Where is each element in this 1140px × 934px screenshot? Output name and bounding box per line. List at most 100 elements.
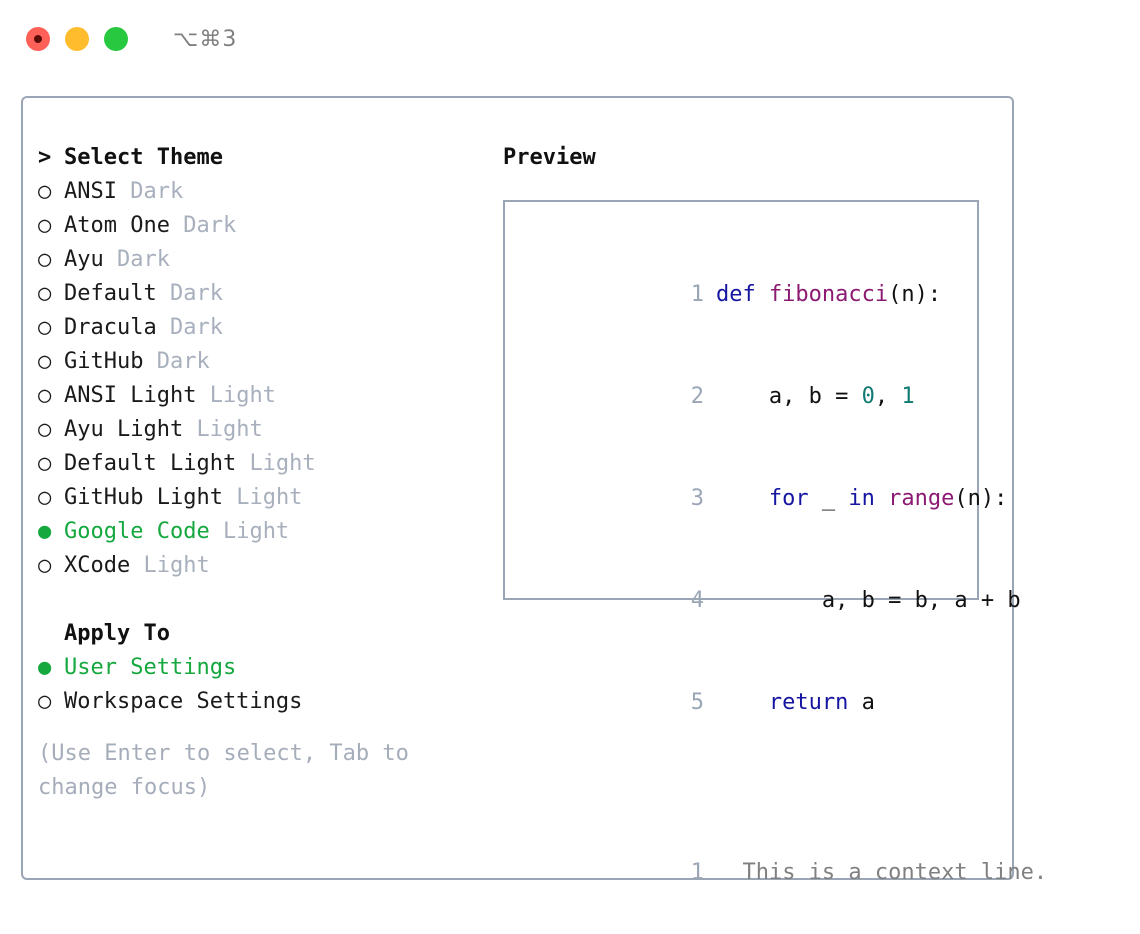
radio-icon: ○: [38, 281, 52, 306]
traffic-lights: [26, 27, 128, 51]
titlebar: ⌥⌘3: [0, 0, 1140, 78]
theme-option-label: Dracula: [64, 315, 157, 340]
theme-option-ayu[interactable]: ○ Ayu Dark: [38, 243, 488, 277]
diff-text: This is a context line.: [742, 860, 1048, 885]
diff-sign: [716, 860, 729, 885]
keyboard-shortcut-label: ⌥⌘3: [173, 26, 238, 52]
code-token-plain: a, b = b, a + b: [715, 588, 1021, 613]
theme-option-tag: Light: [249, 451, 316, 476]
theme-option-xcode[interactable]: ○ XCode Light: [38, 549, 488, 583]
code-token-plain: (n):: [954, 486, 1008, 511]
code-token-number: 0: [861, 384, 875, 409]
theme-option-tag: Dark: [169, 315, 223, 340]
radio-icon: ○: [38, 383, 52, 408]
theme-option-label: XCode: [64, 553, 131, 578]
radio-icon: ○: [38, 485, 52, 510]
apply-to-option-label: User Settings: [64, 655, 237, 680]
theme-option-tag: Dark: [130, 179, 184, 204]
line-number: 1: [690, 282, 704, 307]
select-theme-header: > Select Theme: [38, 141, 488, 175]
theme-option-ansi-light[interactable]: ○ ANSI Light Light: [38, 379, 488, 413]
radio-icon: ○: [38, 247, 52, 272]
theme-option-label: Ayu: [64, 247, 104, 272]
code-line: 5 return a: [517, 652, 977, 754]
code-token-function: fibonacci: [768, 282, 889, 307]
theme-option-label: ANSI Light: [64, 383, 197, 408]
close-window-button[interactable]: [26, 27, 50, 51]
theme-option-label: ANSI: [64, 179, 117, 204]
code-token-plain: [875, 486, 888, 511]
theme-option-tag: Dark: [156, 349, 210, 374]
code-token-plain: (n):: [888, 282, 942, 307]
line-number: 4: [690, 588, 704, 613]
selection-caret-icon: >: [38, 145, 52, 170]
select-theme-header-label: Select Theme: [64, 145, 223, 170]
preview-spacer: [517, 788, 977, 822]
zoom-window-button[interactable]: [104, 27, 128, 51]
theme-option-tag: Dark: [117, 247, 170, 272]
theme-option-label: Google Code: [64, 519, 210, 544]
diff-line-deleted: 2- This line was deleted.: [517, 924, 977, 934]
main-panel: >Select Theme ○ANSI Dark ○Atom One Dark …: [21, 96, 1047, 885]
theme-option-tag: Light: [236, 485, 303, 510]
keyboard-hint-text: (Use Enter to select, Tab to change focu…: [38, 741, 409, 800]
theme-option-tag: Light: [209, 383, 276, 408]
code-token-function: range: [888, 486, 955, 511]
code-token-plain: ,: [874, 384, 902, 409]
line-number: 5: [690, 690, 704, 715]
radio-icon: ○: [38, 179, 52, 204]
code-token-number: 1: [901, 384, 915, 409]
theme-option-default-light[interactable]: ○ Default Light Light: [38, 447, 488, 481]
theme-picker-column: >Select Theme ○ANSI Dark ○Atom One Dark …: [38, 141, 488, 805]
theme-option-ansi[interactable]: ○ ANSI Dark: [38, 175, 488, 209]
theme-option-tag: Dark: [169, 281, 223, 306]
radio-icon: ○: [38, 315, 52, 340]
radio-icon: ○: [38, 553, 52, 578]
theme-option-tag: Light: [222, 519, 290, 544]
theme-option-tag: Light: [143, 553, 210, 578]
theme-option-label: Default: [64, 281, 157, 306]
preview-spacer: [517, 754, 977, 788]
apply-to-option-label: Workspace Settings: [64, 689, 303, 714]
radio-selected-icon: ●: [38, 655, 52, 680]
preview-title: Preview: [503, 145, 596, 170]
code-line: 3 for _ in range(n):: [517, 448, 1008, 550]
radio-icon: ○: [38, 451, 52, 476]
line-number: 1: [690, 860, 704, 885]
theme-option-default[interactable]: ○ Default Dark: [38, 277, 488, 311]
line-number: 2: [690, 384, 704, 409]
theme-option-google-code[interactable]: ● Google Code Light: [38, 515, 488, 549]
code-token-keyword: in: [848, 486, 875, 511]
theme-option-github-light[interactable]: ○ GitHub Light Light: [38, 481, 488, 515]
radio-icon: ○: [38, 213, 52, 238]
code-token-plain: a: [848, 690, 875, 715]
code-line: 1 def fibonacci(n):: [517, 244, 977, 346]
code-line: 2 a, b = 0, 1: [517, 346, 977, 448]
code-token-keyword: return: [715, 690, 849, 715]
apply-to-option-workspace-settings[interactable]: ○ Workspace Settings: [38, 685, 488, 719]
section-spacer: [38, 583, 488, 617]
code-token-keyword: for: [715, 486, 809, 511]
theme-option-github[interactable]: ○GitHub Dark: [38, 345, 488, 379]
apply-to-option-user-settings[interactable]: ● User Settings: [38, 651, 488, 685]
apply-to-header: >Apply To: [38, 617, 488, 651]
radio-selected-icon: ●: [38, 519, 52, 544]
theme-option-label: Default Light: [64, 451, 237, 476]
radio-icon: ○: [38, 689, 52, 714]
theme-option-label: Atom One: [64, 213, 170, 238]
theme-option-atom-one[interactable]: ○ Atom One Dark: [38, 209, 488, 243]
theme-option-dracula[interactable]: ○ Dracula Dark: [38, 311, 488, 345]
theme-option-label: Ayu Light: [64, 417, 184, 442]
line-number: 3: [690, 486, 704, 511]
theme-option-ayu-light[interactable]: ○Ayu Light Light: [38, 413, 488, 447]
theme-option-label: GitHub Light: [64, 485, 223, 510]
code-token-plain: a, b =: [715, 384, 862, 409]
code-token-plain: _: [808, 486, 849, 511]
code-token-keyword: def: [715, 282, 769, 307]
apply-to-header-label: Apply To: [64, 621, 170, 646]
minimize-window-button[interactable]: [65, 27, 89, 51]
radio-icon: ○: [38, 349, 52, 374]
theme-option-tag: Dark: [183, 213, 237, 238]
